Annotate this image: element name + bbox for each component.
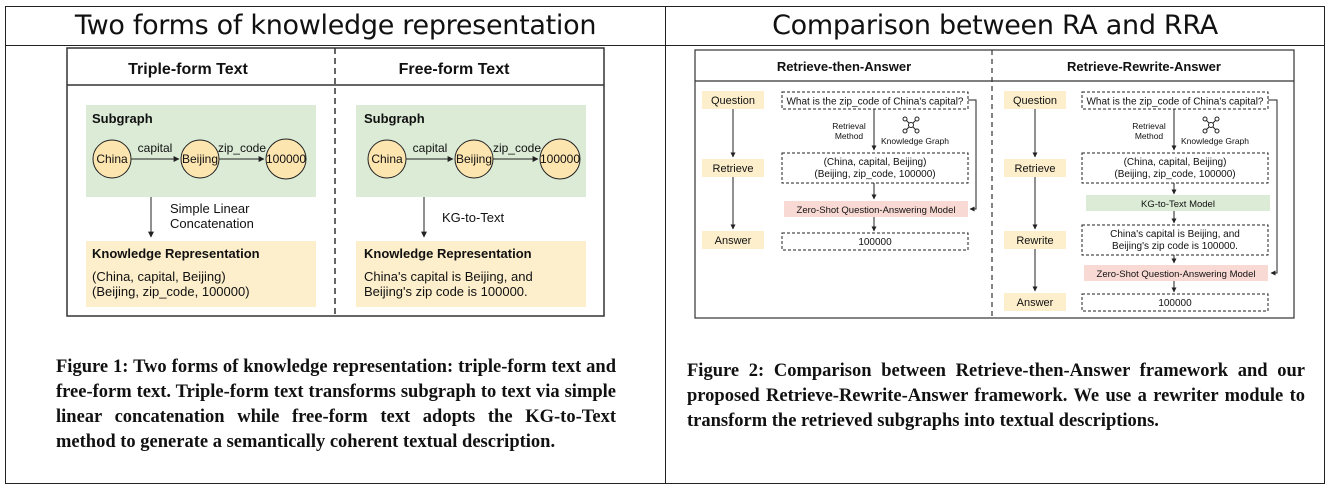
rra-triple-line1: (China, capital, Beijing) xyxy=(1124,157,1227,168)
rta-answer-box xyxy=(781,232,969,251)
rta-knowledge-graph-label: Knowledge Graph xyxy=(881,136,949,146)
rra-qa-model-box xyxy=(1084,265,1268,281)
rta-retrieval-method-line2: Method xyxy=(835,131,864,141)
rta-question-box xyxy=(781,91,969,110)
triple-form-title: Triple-form Text xyxy=(128,61,248,78)
rta-retrieval-method-line1: Retrieval xyxy=(832,121,866,131)
rra-answer-step xyxy=(1004,293,1066,311)
figure-table: Two forms of knowledge representation Co… xyxy=(5,6,1325,484)
left-subgraph-label: Subgraph xyxy=(92,111,153,126)
node-100000-label: 100000 xyxy=(266,152,306,166)
node-beijing-right-label: Beijing xyxy=(456,152,492,166)
figure1-diagram: Triple-form Text Free-form Text Subgraph… xyxy=(66,47,605,317)
simple-linear-line1: Simple Linear xyxy=(170,201,250,216)
rra-triples-box xyxy=(1081,152,1269,184)
left-kr-line1: (China, capital, Beijing) xyxy=(92,269,226,284)
left-kr-box xyxy=(86,241,316,307)
rta-question-label: Question xyxy=(711,95,755,107)
rta-question-text: What is the zip_code of China's capital? xyxy=(786,97,963,108)
rra-rewrite-step xyxy=(1004,231,1066,249)
figure2-caption: Figure 2: Comparison between Retrieve-th… xyxy=(687,361,1305,431)
knowledge-graph-icon xyxy=(902,116,920,134)
column-divider xyxy=(665,7,666,483)
rra-rewrite-line1: China's capital is Beijing, and xyxy=(1110,229,1240,240)
free-form-title: Free-form Text xyxy=(399,61,511,78)
figure2-diagram: Retrieve-then-Answer Retrieve-Rewrite-An… xyxy=(694,49,1295,319)
rra-rewrite-line2: Beijing's zip code is 100000. xyxy=(1112,241,1238,252)
rta-question-step xyxy=(702,91,764,109)
edge-capital-label: capital xyxy=(138,141,173,155)
right-kr-box xyxy=(356,241,586,307)
right-subgraph-label: Subgraph xyxy=(364,111,425,126)
rra-answer-box xyxy=(1081,293,1269,312)
edge-capital-right-label: capital xyxy=(413,141,448,155)
node-100000-right-label: 100000 xyxy=(540,152,580,166)
kg-to-text-model-box xyxy=(1086,195,1270,211)
rra-answer-label: Answer xyxy=(1017,297,1054,309)
rta-retrieve-step xyxy=(702,159,764,177)
right-kr-line1: China's capital is Beijing, and xyxy=(364,269,533,284)
rta-qa-model-label: Zero-Shot Question-Answering Model xyxy=(797,205,956,216)
rta-title: Retrieve-then-Answer xyxy=(777,59,911,74)
left-header: Two forms of knowledge representation xyxy=(74,10,597,41)
node-china-label: China xyxy=(96,152,128,166)
node-100000 xyxy=(265,138,307,180)
figure1-caption: Figure 1: Two forms of knowledge represe… xyxy=(56,357,616,452)
rra-triple-line2: (Beijing, zip_code, 100000) xyxy=(1114,169,1235,180)
right-kr-line2: Beijing's zip code is 100000. xyxy=(364,284,528,299)
rta-triple-line2: (Beijing, zip_code, 100000) xyxy=(814,169,935,180)
edge-zipcode-right-label: zip_code xyxy=(493,141,541,155)
edge-zipcode-label: zip_code xyxy=(218,141,266,155)
right-header: Comparison between RA and RRA xyxy=(772,10,1218,41)
rra-retrieval-method-line2: Method xyxy=(1135,131,1164,141)
rra-rewrite-label: Rewrite xyxy=(1016,235,1053,247)
rra-rewrite-box xyxy=(1081,224,1269,256)
rra-question-label: Question xyxy=(1013,95,1057,107)
rta-triple-line1: (China, capital, Beijing) xyxy=(824,157,927,168)
rta-retrieve-label: Retrieve xyxy=(713,163,754,175)
left-kr-line2: (Beijing, zip_code, 100000) xyxy=(92,284,250,299)
node-china-right-label: China xyxy=(371,152,403,166)
rra-question-box xyxy=(1081,91,1269,110)
simple-linear-line2: Concatenation xyxy=(170,216,254,231)
rra-retrieval-method-line1: Retrieval xyxy=(1132,121,1166,131)
rra-qa-model-label: Zero-Shot Question-Answering Model xyxy=(1097,269,1256,280)
rta-triples-box xyxy=(781,152,969,184)
kg-to-text-label: KG-to-Text xyxy=(442,210,505,225)
rra-question-step xyxy=(1004,91,1066,109)
rra-retrieve-step xyxy=(1004,159,1066,177)
kg-to-text-model-label: KG-to-Text Model xyxy=(1141,199,1215,210)
rta-answer-value: 100000 xyxy=(858,237,892,248)
left-kr-label: Knowledge Representation xyxy=(92,246,260,261)
node-100000-right xyxy=(539,138,581,180)
rta-answer-label: Answer xyxy=(715,235,752,247)
rra-answer-value: 100000 xyxy=(1158,298,1192,309)
right-kr-label: Knowledge Representation xyxy=(364,246,532,261)
knowledge-graph-icon xyxy=(1202,116,1220,134)
rta-qa-model-box xyxy=(784,201,968,217)
rra-retrieve-label: Retrieve xyxy=(1015,163,1056,175)
node-beijing-label: Beijing xyxy=(182,152,218,166)
rra-question-text: What is the zip_code of China's capital? xyxy=(1086,97,1263,108)
rra-title: Retrieve-Rewrite-Answer xyxy=(1067,59,1221,74)
rra-knowledge-graph-label: Knowledge Graph xyxy=(1181,136,1249,146)
rta-answer-step xyxy=(702,231,764,249)
